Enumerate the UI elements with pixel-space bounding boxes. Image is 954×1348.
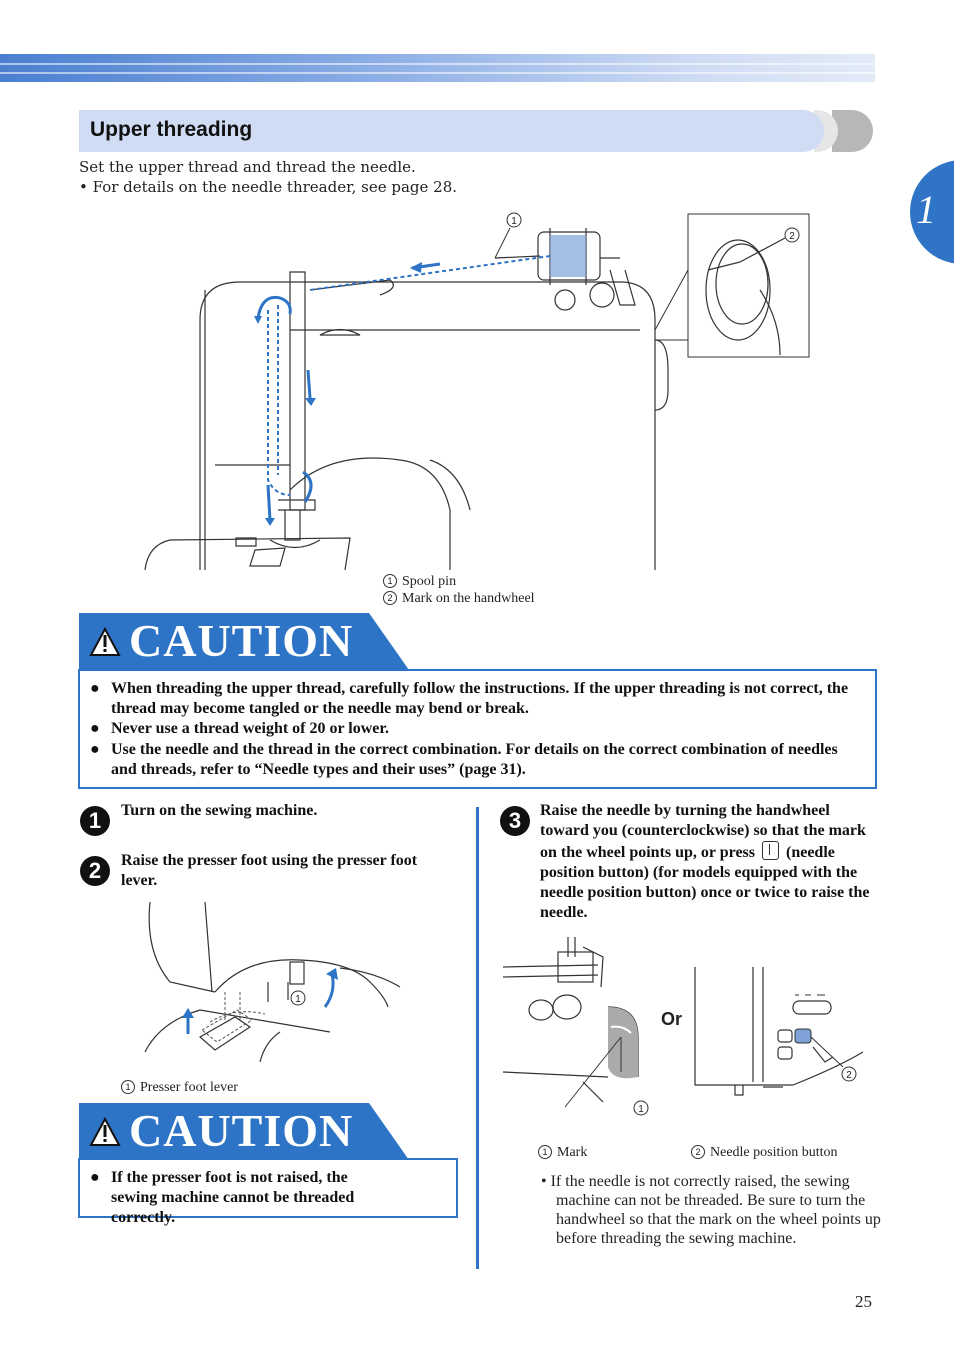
- needle-position-button-icon: [762, 841, 779, 860]
- handwheel-mark-illustration: 1: [502, 937, 649, 1116]
- page-number: 25: [855, 1292, 872, 1311]
- presser-foot-illustration: 1: [144, 901, 401, 1063]
- fig-main-callout-1: 1: [511, 216, 517, 227]
- chapter-number: 1: [916, 187, 936, 232]
- sewing-machine-illustration: 1 2: [144, 212, 810, 571]
- intro-bullet: • For details on the needle threader, se…: [79, 178, 458, 196]
- caution-heading-2: CAUTION: [129, 1105, 354, 1156]
- fig-needle-callout-1: 1: [638, 1104, 644, 1115]
- caution-tab-1: [79, 613, 409, 670]
- heading-decor-dark: [832, 110, 873, 152]
- section-title: Upper threading: [90, 118, 253, 141]
- fig-foot-callout-1: 1: [295, 994, 301, 1005]
- step-1-text: Turn on the sewing machine.: [121, 802, 318, 819]
- fig-main-callout-2: 2: [789, 231, 795, 242]
- step-3-note: • If the needle is not correctly raised,…: [541, 1173, 881, 1247]
- step-3-number: 3: [500, 806, 530, 836]
- header-band: [0, 54, 875, 82]
- step-1-number: 1: [80, 806, 110, 836]
- column-divider: [476, 807, 479, 1269]
- fig-needle-callout-2: 2: [846, 1070, 852, 1081]
- or-label: Or: [661, 1009, 683, 1029]
- caution2-item-1: ● If the presser foot is not raised, the…: [90, 1169, 355, 1226]
- step-2-number: 2: [80, 856, 110, 886]
- caution-heading-1: CAUTION: [129, 615, 354, 666]
- intro-text: Set the upper thread and thread the need…: [79, 158, 416, 176]
- caution-box-1: [78, 669, 877, 789]
- caution1-item-3: ● Use the needle and the thread in the c…: [90, 741, 838, 778]
- needle-position-button-illustration: 2: [694, 967, 864, 1096]
- caution-box-2: [78, 1158, 458, 1218]
- step-2-text: Raise the presser foot using the presser…: [121, 852, 418, 889]
- caution1-item-1: ● When threading the upper thread, caref…: [90, 680, 849, 717]
- step-3-text: Raise the needle by turning the handwhee…: [540, 802, 870, 921]
- section-heading-bar: [79, 110, 824, 152]
- caution-tab-2: [79, 1103, 409, 1160]
- caution1-item-2: ● Never use a thread weight of 20 or low…: [90, 720, 390, 737]
